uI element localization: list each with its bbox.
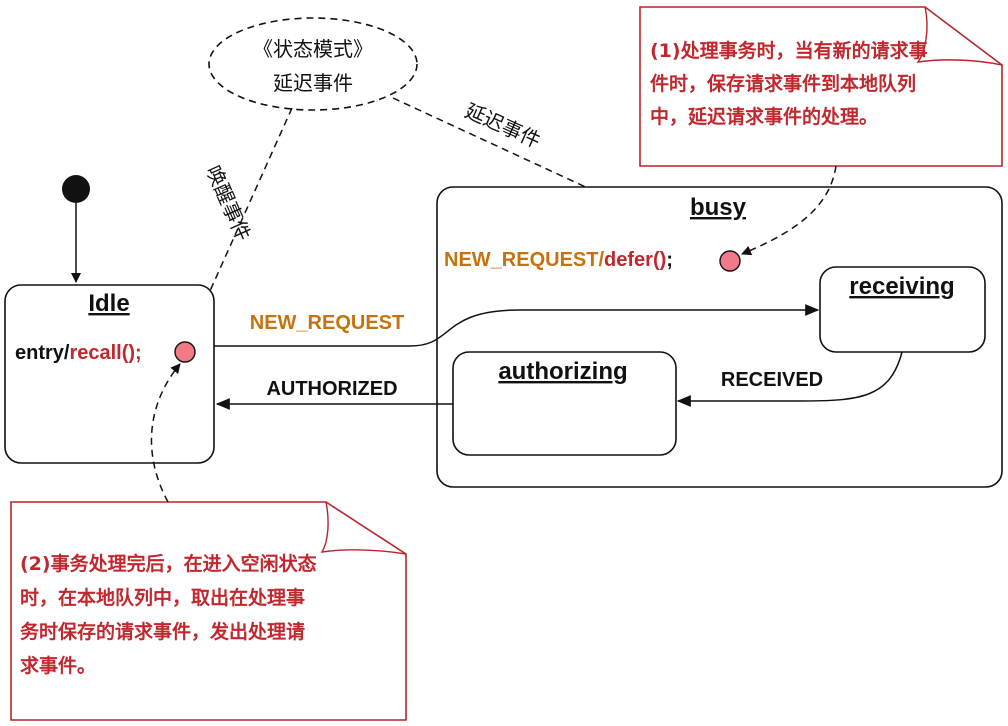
note1-box (639, 6, 1003, 167)
ellipse-line2: 延迟事件 (273, 71, 353, 95)
note2-line4: 求事件。 (20, 654, 96, 677)
note2-line3: 务时保存的请求事件，发出处理请 (20, 620, 305, 643)
receiving-state-name: receiving (849, 273, 954, 300)
note2-box (10, 501, 407, 721)
idle-state-name: Idle (88, 290, 129, 317)
note2-line1: (2)事务处理完后，在进入空闲状态 (20, 552, 317, 575)
idle-recall-pseudostate (174, 341, 196, 363)
transition-received (676, 351, 903, 407)
wakeup-label: 唤醒事件 (201, 162, 255, 245)
busy-state-name: busy (690, 194, 747, 221)
note1-connector (741, 165, 837, 256)
stereotype-ellipse (208, 17, 418, 111)
note1-fold (916, 6, 1003, 66)
idle-state (4, 284, 215, 464)
wakeup-connector (187, 107, 293, 341)
defer-label: 延迟事件 (461, 98, 544, 152)
initial-state (62, 175, 90, 203)
note2-fold (320, 501, 407, 555)
label-authorized: AUTHORIZED (266, 378, 397, 400)
idle-entry: entry/recall(); (15, 342, 142, 364)
label-new-request: NEW_REQUEST (250, 312, 404, 334)
label-received: RECEIVED (721, 369, 823, 391)
ellipse-line1: 《状态模式》 (253, 37, 373, 61)
busy-defer-pseudostate (719, 250, 741, 272)
note2-line2: 时，在本地队列中，取出在处理事 (20, 586, 305, 609)
note1-line2: 件时，保存请求事件到本地队列 (650, 72, 916, 95)
transition-new-request (214, 304, 820, 347)
note1-line3: 中，延迟请求事件的处理。 (650, 105, 878, 128)
note1-line1: (1)处理事务时，当有新的请求事 (650, 39, 928, 62)
authorizing-state-name: authorizing (498, 358, 627, 385)
note2-connector (150, 363, 181, 503)
receiving-state (819, 266, 986, 353)
busy-internal-transition: NEW_REQUEST/defer(); (444, 249, 673, 271)
